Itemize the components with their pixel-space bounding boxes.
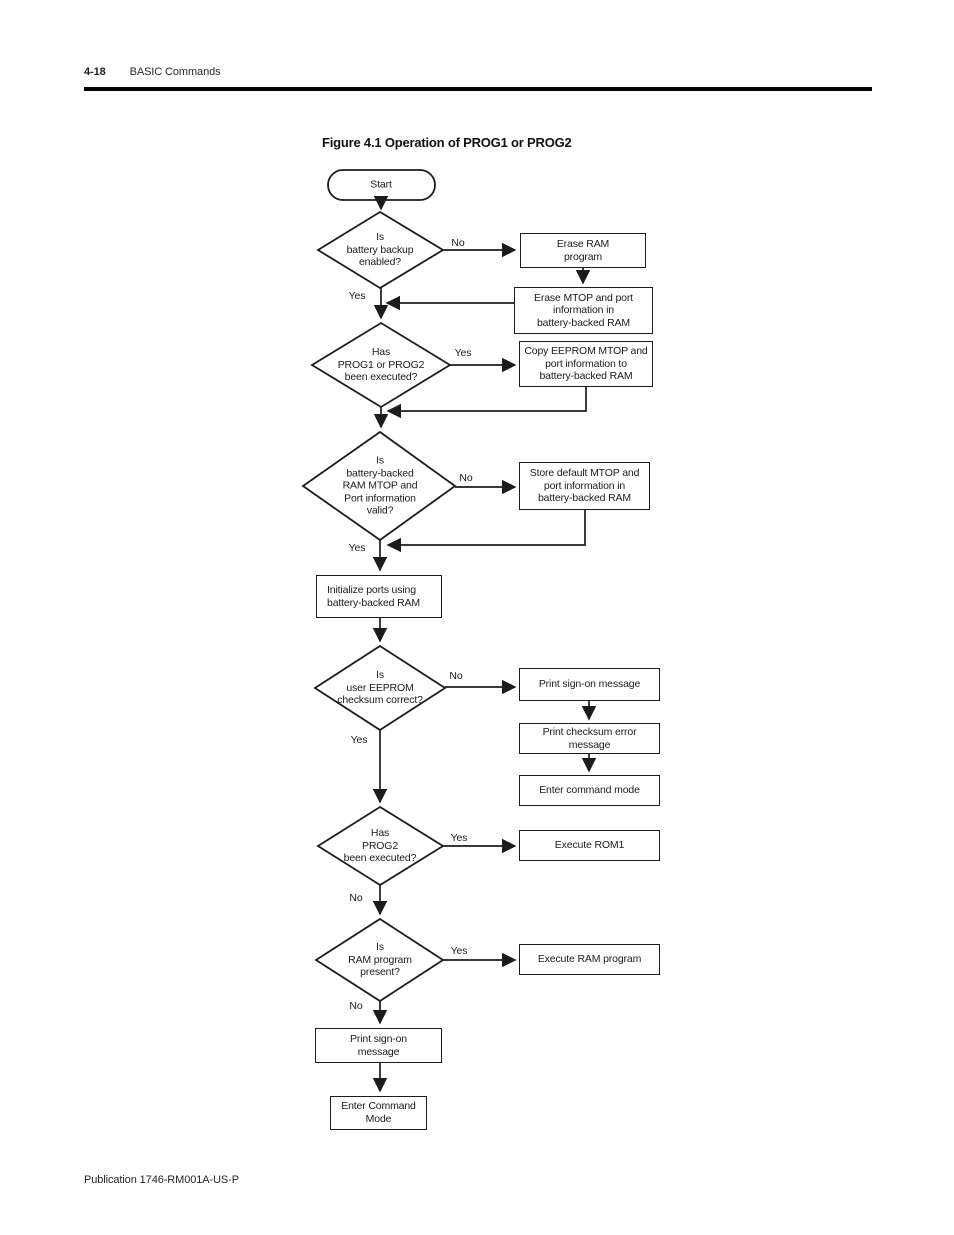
process-label: Initialize ports using battery-backed RA… bbox=[327, 583, 421, 609]
process-execute-rom1: Execute ROM1 bbox=[519, 830, 660, 861]
process-label: Print sign-on message bbox=[350, 1032, 407, 1058]
decision-battery-backup: Is battery backup enabled? bbox=[346, 231, 414, 269]
edge-label-checksum-yes: Yes bbox=[348, 734, 370, 746]
decision-prog2-executed: Has PROG2 been executed? bbox=[343, 827, 417, 865]
decision-prog1-prog2: Has PROG1 or PROG2 been executed? bbox=[337, 346, 425, 384]
edge-label-valid-no: No bbox=[457, 472, 475, 484]
process-label: Execute RAM program bbox=[537, 953, 642, 966]
edge-label-battery-no: No bbox=[449, 237, 467, 249]
decision-battery-backup-shape bbox=[316, 210, 445, 290]
edge-label-valid-yes: Yes bbox=[346, 542, 368, 554]
edge-label-prog2-no: No bbox=[347, 892, 365, 904]
process-label: Enter Command Mode bbox=[341, 1100, 416, 1125]
process-initialize-ports: Initialize ports using battery-backed RA… bbox=[316, 575, 442, 618]
decision-eeprom-checksum: Is user EEPROM checksum correct? bbox=[337, 669, 423, 707]
edge-label-rampresent-yes: Yes bbox=[448, 945, 470, 957]
process-label: Erase RAM program bbox=[556, 237, 610, 263]
process-label: Erase MTOP and port information in batte… bbox=[534, 291, 633, 329]
process-label: Copy EEPROM MTOP and port information to… bbox=[524, 345, 648, 383]
connector-copyeeprom-return bbox=[386, 387, 587, 419]
edge-label-battery-yes: Yes bbox=[346, 290, 368, 302]
process-label: Store default MTOP and port information … bbox=[529, 467, 640, 505]
edge-label-prog1-yes: Yes bbox=[452, 347, 474, 359]
page-number: 4-18 bbox=[84, 66, 106, 78]
process-print-signon-message-2: Print sign-on message bbox=[315, 1028, 442, 1063]
page-header: 4-18 BASIC Commands bbox=[84, 66, 221, 78]
connector-storedefault-return bbox=[386, 510, 586, 553]
connectors bbox=[372, 195, 597, 1093]
process-label: Enter command mode bbox=[539, 784, 640, 797]
process-label: Print checksum error message bbox=[542, 725, 637, 751]
process-erase-mtop: Erase MTOP and port information in batte… bbox=[514, 287, 653, 334]
header-rule bbox=[84, 87, 872, 91]
publication-footer: Publication 1746-RM001A-US-P bbox=[84, 1174, 239, 1186]
process-enter-command-mode-2: Enter Command Mode bbox=[330, 1096, 427, 1130]
process-print-checksum-error: Print checksum error message bbox=[519, 723, 660, 754]
process-label: Print sign-on message bbox=[538, 678, 641, 691]
edge-label-checksum-no: No bbox=[447, 670, 465, 682]
process-copy-eeprom-mtop: Copy EEPROM MTOP and port information to… bbox=[519, 341, 653, 387]
edge-label-rampresent-no: No bbox=[347, 1000, 365, 1012]
decision-ram-mtop-valid: Is battery-backed RAM MTOP and Port info… bbox=[342, 454, 418, 517]
edge-label-prog2-yes: Yes bbox=[448, 832, 470, 844]
process-enter-command-mode: Enter command mode bbox=[519, 775, 660, 806]
section-title: BASIC Commands bbox=[129, 66, 221, 78]
start-terminator: Start bbox=[370, 178, 392, 191]
process-erase-ram-program: Erase RAM program bbox=[520, 233, 646, 268]
process-print-signon-message: Print sign-on message bbox=[519, 668, 660, 701]
process-store-default-mtop: Store default MTOP and port information … bbox=[519, 462, 650, 510]
process-execute-ram-program: Execute RAM program bbox=[519, 944, 660, 975]
decision-ram-present: Is RAM program present? bbox=[348, 941, 412, 979]
figure-title: Figure 4.1 Operation of PROG1 or PROG2 bbox=[322, 135, 572, 150]
process-label: Execute ROM1 bbox=[554, 839, 625, 852]
